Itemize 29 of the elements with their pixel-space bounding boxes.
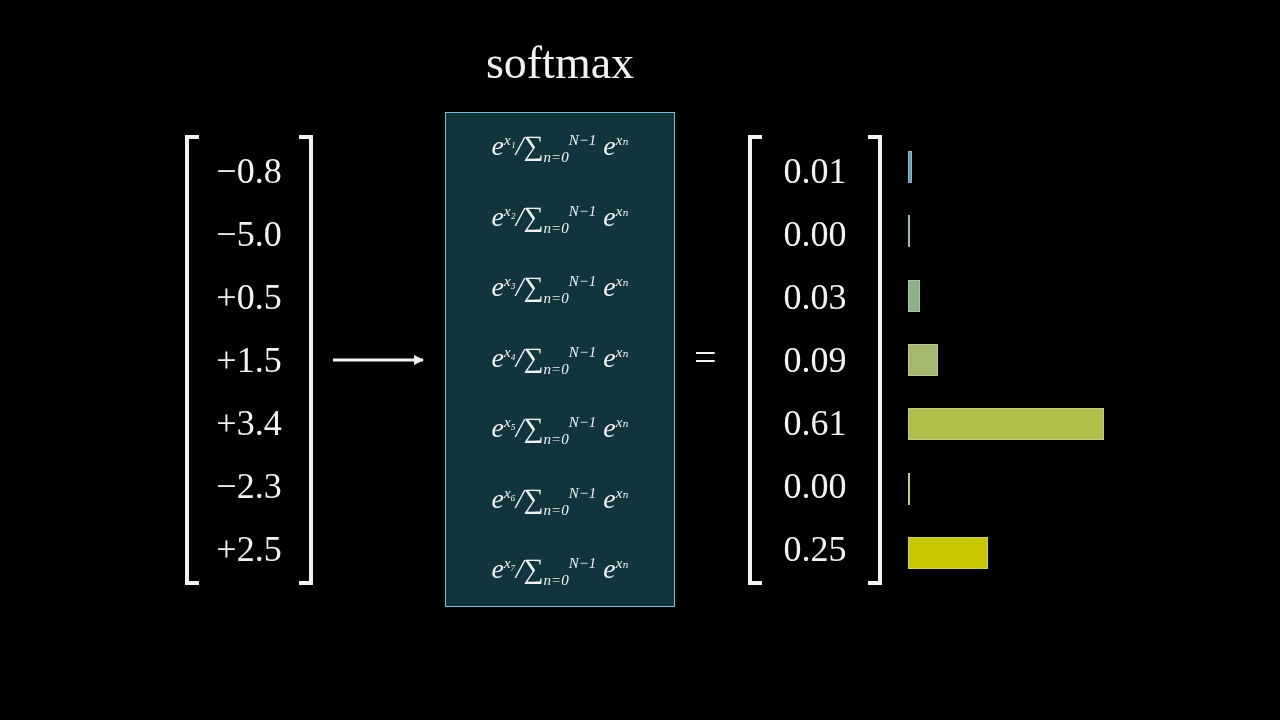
vector-value: −0.8 bbox=[216, 152, 282, 189]
bar bbox=[908, 151, 912, 184]
bar bbox=[908, 344, 938, 376]
formula-text: e$^{x₁}$/∑$_{n=0}$$^{N−1}$ e$^{xₙ}$ bbox=[491, 130, 629, 166]
formula-text: e$^{x₃}$/∑$_{n=0}$$^{N−1}$ e$^{xₙ}$ bbox=[491, 271, 629, 307]
vector-value: +2.5 bbox=[216, 531, 282, 568]
vector-value: 0.01 bbox=[783, 152, 847, 189]
bar bbox=[908, 279, 920, 312]
vector-value: 0.61 bbox=[783, 405, 847, 442]
vector-value: 0.00 bbox=[783, 215, 847, 252]
formula-text: e$^{x₄}$/∑$_{n=0}$$^{N−1}$ e$^{xₙ}$ bbox=[491, 341, 629, 378]
vector-value: +0.5 bbox=[216, 278, 282, 315]
vector-value: −5.0 bbox=[216, 215, 282, 252]
vector-value: −2.3 bbox=[216, 468, 282, 505]
bar bbox=[908, 408, 1104, 441]
vector-value: +3.4 bbox=[216, 405, 282, 442]
vector-value: 0.25 bbox=[783, 531, 847, 568]
vector-value: 0.00 bbox=[783, 468, 847, 505]
vector-value: 0.03 bbox=[783, 278, 847, 315]
vector-value: +1.5 bbox=[216, 342, 282, 378]
formula-text: e$^{x₂}$/∑$_{n=0}$$^{N−1}$ e$^{xₙ}$ bbox=[491, 200, 629, 237]
equals-sign: = bbox=[694, 338, 717, 378]
vector-value: 0.09 bbox=[783, 342, 847, 378]
bar bbox=[908, 536, 988, 569]
formula-text: e$^{x₅}$/∑$_{n=0}$$^{N−1}$ e$^{xₙ}$ bbox=[491, 412, 629, 448]
formula-text: e$^{x₆}$/∑$_{n=0}$$^{N−1}$ e$^{xₙ}$ bbox=[491, 482, 629, 519]
arrow bbox=[333, 355, 424, 365]
title: softmax bbox=[484, 40, 636, 90]
formula-text: e$^{x₇}$/∑$_{n=0}$$^{N−1}$ e$^{xₙ}$ bbox=[491, 552, 629, 589]
